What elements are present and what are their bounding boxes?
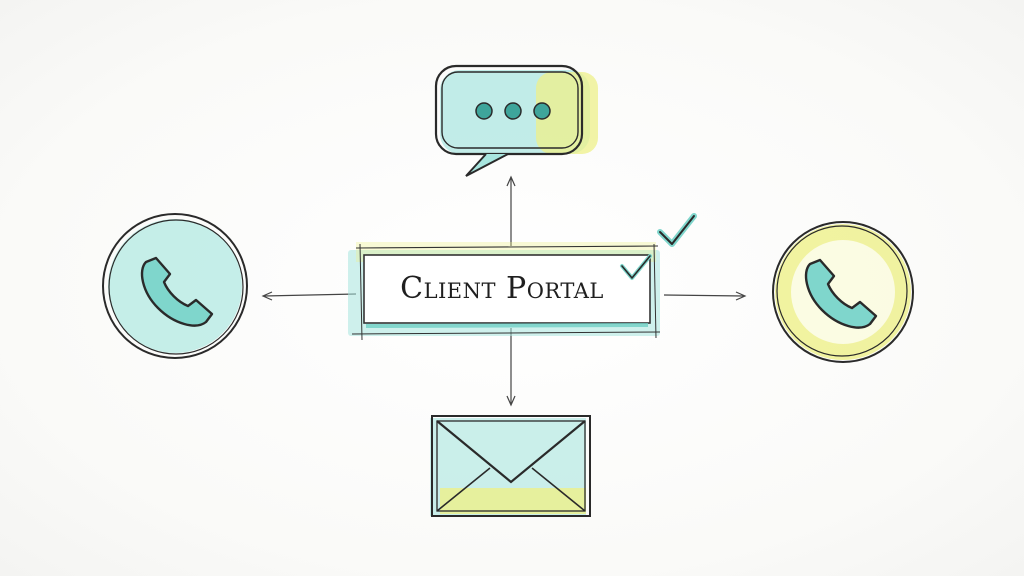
phone-right-node <box>772 221 914 363</box>
phone-left-node <box>102 213 248 359</box>
check-icon <box>620 213 697 280</box>
connector-to-email <box>506 328 516 407</box>
chat-bubble-icon <box>434 64 598 177</box>
connector-to-phone-right <box>663 291 747 301</box>
envelope-icon <box>430 415 591 517</box>
phone-icon <box>804 258 878 329</box>
client-portal-label: Client Portal <box>400 270 604 306</box>
connector-to-phone-left <box>261 291 357 301</box>
client-portal-node <box>348 242 661 341</box>
connector-to-chat <box>506 175 516 246</box>
phone-icon <box>140 256 214 327</box>
